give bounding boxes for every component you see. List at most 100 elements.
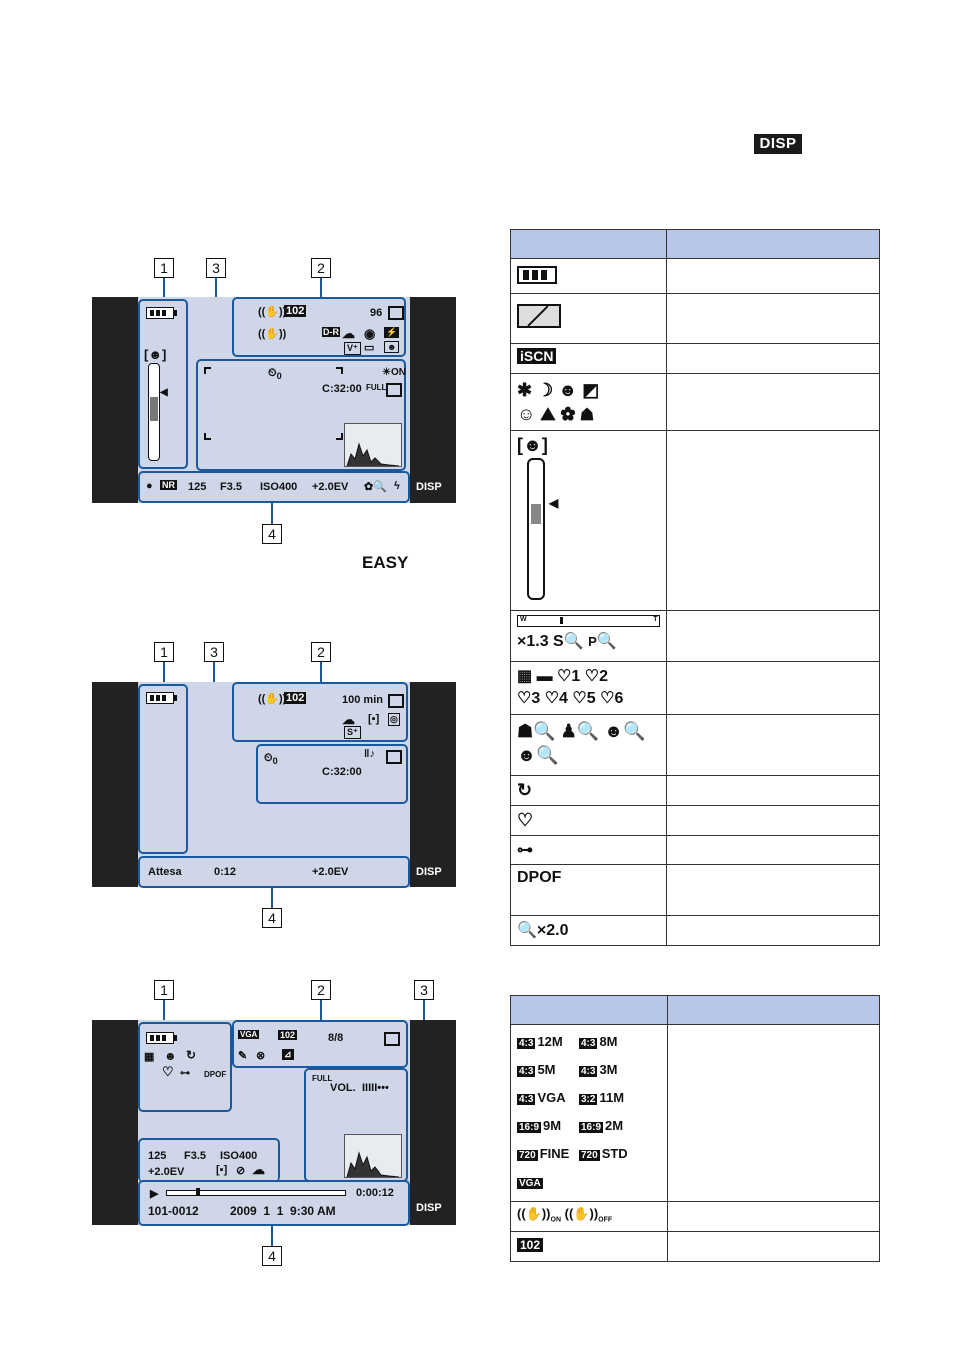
audio-icon: ‖♪ [364,748,375,760]
image-size-label: 5M [537,1062,556,1077]
favorite-icon: ♡6 [600,690,624,707]
leader-line [163,1000,165,1022]
record-time: C:32:00 [322,383,362,395]
callout-1: 1 [154,258,174,278]
full-icon: FULL [312,1074,333,1083]
icon-table-1: iSCN ✱ ☽ ☻ ◩ ☺ ⛰ ✿ ☗ [☻] ◀ W T ×1.3 S🔍 P… [509,229,880,946]
image-size-label: FINE [539,1146,570,1161]
leader-line [271,503,273,525]
image-size-label: 8M [599,1034,618,1049]
landscape-icon: ⛰ [540,404,556,424]
self-timer-icon: ⏲0 [268,367,282,382]
playback-bar[interactable] [166,1190,346,1196]
dpof-icon: DPOF [517,869,562,886]
lcd-screen-1: [☻] ◀ ((✋)) 102 96 ((✋)) D-R ☁ ◉ ⚡ V⁺ ▭ … [92,297,456,503]
pointer-icon: ◀ [160,387,168,398]
camera-icon [386,750,402,764]
table-header [510,995,668,1025]
favorite-icon: ♡4 [544,690,568,707]
histogram [344,423,402,467]
folder-icon: 102 [278,1030,298,1040]
cloud-icon: ☁ [252,1162,265,1177]
twilight-portrait-icon: ✱ [517,380,533,400]
aspect-ratio-icon: 4:3 [517,1066,536,1077]
memory-icon [388,306,404,320]
aspect-ratio-icon: 720 [579,1150,600,1161]
search-icon: 🔍 [517,922,537,939]
zone-1-panel [138,684,188,854]
battery-icon [146,307,177,319]
flash-small-icon: ϟ [394,480,400,492]
zone-1-panel [138,299,188,469]
rotate-row: ↻ [509,775,668,806]
aperture-value: F3.5 [184,1150,207,1162]
zone-1-panel [138,1022,232,1112]
metering-icon: [▪] [368,713,380,725]
ev-value: +2.0EV [148,1166,185,1178]
battery-icon [517,266,557,284]
light-on-icon: ☀ON [382,367,406,378]
leader-line [320,662,322,684]
disp-button: DISP [416,481,442,493]
backlight-icon: ◩ [582,380,600,400]
scene-row: ✱ ☽ ☻ ◩ ☺ ⛰ ✿ ☗ [509,373,668,431]
disp-button: DISP [416,866,442,878]
playback-handle[interactable] [196,1188,200,1196]
nr-icon: NR [160,480,177,490]
iso-value: ISO400 [220,1150,258,1162]
image-size-label: 11M [599,1090,625,1105]
smile-icon: [☻] [517,435,548,455]
cloud-icon: ☁ [342,326,355,341]
link-off-icon: ⊗ [256,1050,266,1062]
aspect-ratio-icon: 720 [517,1150,538,1161]
self-timer-icon: ⏲0 [264,752,278,767]
table-header [666,229,880,259]
portrait-icon: ☺ [517,404,536,424]
image-size-label: 9M [543,1118,562,1133]
child-search-icon: ♟🔍 [560,721,600,741]
ir-folder-icon: 102 [284,305,307,317]
callout-1: 1 [154,980,174,1000]
rec-dot-icon: ● [146,480,153,492]
volume-bar: IIIII••• [362,1082,389,1094]
battery-empty-icon [517,304,561,328]
calendar-icon: ▦ [517,668,533,685]
image-size-label: 2M [605,1118,624,1133]
ev-value: +2.0EV [312,866,349,878]
image-size-label: 12M [537,1034,563,1049]
volume-label: VOL. [330,1082,356,1094]
vga-icon: VGA [517,1178,543,1189]
histogram [344,1134,402,1178]
image-size-label: 3M [599,1062,618,1077]
af-frame-corner [336,433,343,440]
remaining-time: 100 min [342,694,383,706]
ir-folder-icon: 102 [284,692,307,704]
battery-empty-row [509,293,668,344]
battery-icon [146,1032,177,1044]
steadyshot-row: ((✋))ON ((✋))OFF [510,1201,668,1232]
aspect-ratio-icon: 4:3 [579,1038,598,1049]
steadyshot-on-icon: ((✋)) [258,306,287,318]
callout-3: 3 [204,642,224,662]
favorites-row: ▦ ▬ ♡1 ♡2 ♡3 ♡4 ♡5 ♡6 [509,661,668,715]
cloud-icon: ☁ [342,712,355,727]
smile-meter-level [150,397,158,421]
steadyshot-on-icon: ((✋)) [258,693,287,705]
macro-icon: ✿🔍 [364,481,387,493]
af-frame-corner [204,433,211,440]
zone-4-panel [138,471,410,503]
play-icon[interactable]: ▶ [150,1188,159,1200]
face-search-row: ☗🔍 ♟🔍 ☻🔍 ☻🔍 [509,714,668,776]
aspect-ratio-icon: 16:9 [579,1122,604,1133]
battery-row [509,258,668,294]
dpof-row: DPOF [509,864,668,916]
